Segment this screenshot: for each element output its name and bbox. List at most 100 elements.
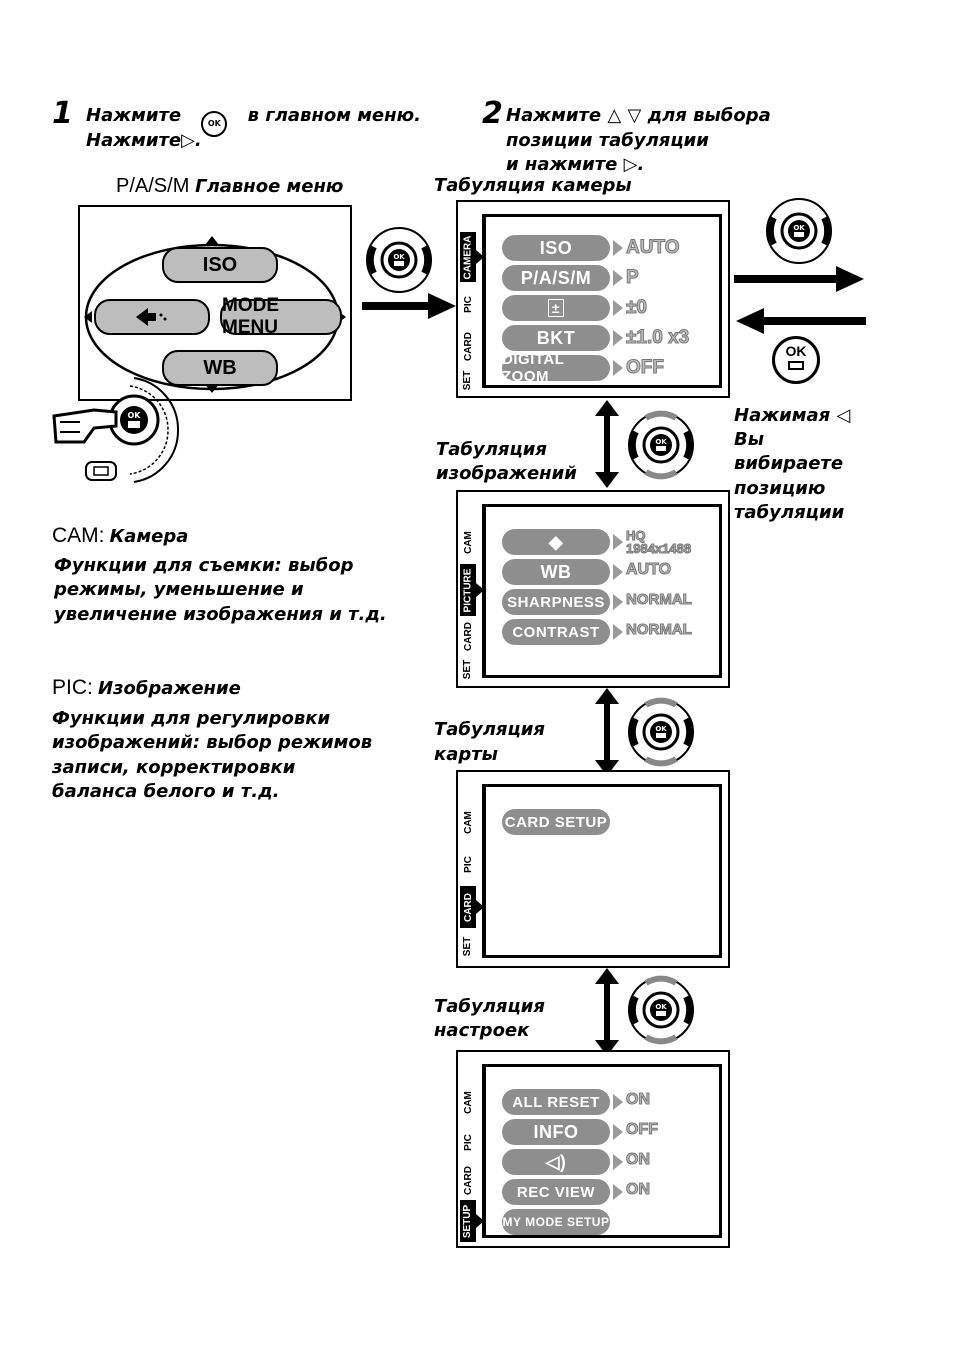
menu-label: BKT bbox=[502, 325, 610, 351]
tab-set[interactable]: SET bbox=[462, 936, 474, 956]
tab-picture[interactable]: PICTURE bbox=[460, 564, 484, 616]
pic-desc-line-1: Функции для регулировки bbox=[52, 708, 331, 729]
cam-code: CAM: bbox=[52, 524, 105, 547]
cam-desc-line-1: Функции для съемки: выбор bbox=[54, 555, 354, 576]
arrow-right-icon bbox=[613, 624, 623, 640]
arrow-pad-updown-icon: OK bbox=[628, 975, 694, 1045]
iso-menu-button[interactable]: ISO bbox=[162, 247, 278, 283]
menu-label: INFO bbox=[502, 1119, 610, 1145]
arrow-right-icon bbox=[613, 300, 623, 316]
main-menu-panel: ISO MODE MENU WB bbox=[78, 205, 352, 401]
menu-value: OFF bbox=[626, 357, 665, 379]
step-2-number: 2 bbox=[482, 96, 503, 131]
step-2-line-3: и нажмите ▷. bbox=[506, 154, 645, 175]
tab-pic[interactable]: PIC bbox=[462, 295, 474, 313]
main-menu-name: Главное меню bbox=[195, 176, 344, 197]
cam-desc-line-2: режимы, уменьшение и bbox=[54, 579, 304, 600]
next-arrow bbox=[734, 266, 864, 292]
arrow-pad-icon: OK bbox=[366, 227, 432, 293]
picture-screen-tabs: CAM PICTURE CARD SET bbox=[458, 492, 484, 686]
speaker-icon: ◁) bbox=[502, 1149, 610, 1175]
menu-value: ON bbox=[626, 1091, 651, 1109]
tab-card[interactable]: CARD bbox=[462, 621, 474, 651]
arrow-right-icon bbox=[613, 270, 623, 286]
menu-label: REC VIEW bbox=[502, 1179, 610, 1205]
tab-cam[interactable]: CAM bbox=[462, 810, 474, 834]
tab-setup[interactable]: SETUP bbox=[460, 1200, 484, 1242]
quality-menu-button[interactable] bbox=[94, 299, 210, 335]
arrow-right-icon bbox=[613, 1184, 623, 1200]
arrow-right-icon bbox=[613, 330, 623, 346]
arrow-right-icon bbox=[613, 564, 623, 580]
wb-menu-button[interactable]: WB bbox=[162, 350, 278, 386]
pic-heading: PIC: Изображение bbox=[52, 676, 241, 701]
record-mode-icon: ◆ bbox=[502, 529, 610, 555]
menu-label: P/A/S/M bbox=[502, 265, 610, 291]
menu-value: NORMAL bbox=[626, 591, 693, 609]
pressing-note-2: Вы bbox=[734, 429, 764, 450]
setup-screen-tabs: CAM PIC CARD SETUP bbox=[458, 1052, 484, 1246]
setup-tab-label-2: настроек bbox=[434, 1020, 530, 1041]
tab-set[interactable]: SET bbox=[462, 659, 474, 679]
menu-value: OFF bbox=[626, 1121, 659, 1139]
svg-text:OK: OK bbox=[655, 725, 667, 733]
updown-arrow bbox=[595, 968, 619, 1056]
menu-value: AUTO bbox=[625, 561, 672, 579]
tab-camera[interactable]: CAMERA bbox=[460, 232, 484, 282]
step-1-line-1: Нажмите OK в главном меню. bbox=[86, 104, 421, 137]
step-2-line-2: позиции табуляции bbox=[506, 130, 709, 151]
tab-set[interactable]: SET bbox=[462, 370, 474, 390]
main-menu-title: P/A/S/M Главное меню bbox=[116, 174, 343, 199]
card-screen-body: CARD SETUP bbox=[482, 784, 722, 958]
cam-heading: CAM: Камера bbox=[52, 524, 188, 549]
menu-label: SHARPNESS bbox=[502, 589, 610, 615]
menu-label: CONTRAST bbox=[502, 619, 610, 645]
cam-name: Камера bbox=[109, 526, 189, 547]
tab-pic[interactable]: PIC bbox=[462, 1133, 474, 1151]
step-1-number: 1 bbox=[52, 96, 73, 131]
tab-cam[interactable]: CAM bbox=[462, 530, 474, 554]
card-tab-screen: CAM PIC CARD SET CARD SETUP bbox=[456, 770, 730, 968]
ok-button-icon: OK bbox=[772, 336, 820, 384]
tab-card[interactable]: CARD bbox=[462, 331, 474, 361]
step-2-line-1: Нажмите △ ▽ для выбора bbox=[506, 105, 771, 126]
pressing-note-1: Нажимая ◁ bbox=[734, 405, 851, 426]
tab-card[interactable]: CARD bbox=[462, 1165, 474, 1195]
menu-label: WB bbox=[502, 559, 610, 585]
updown-arrow bbox=[595, 688, 619, 776]
card-tab-label-2: карты bbox=[434, 744, 498, 765]
mode-menu-button[interactable]: MODE MENU bbox=[220, 295, 342, 338]
arrow-right-icon bbox=[613, 360, 623, 376]
pic-desc-line-3: записи, корректировки bbox=[52, 757, 296, 778]
tab-card[interactable]: CARD bbox=[460, 886, 484, 928]
exposure-compensation-icon: ± bbox=[502, 295, 610, 321]
step-1-suffix: в главном меню. bbox=[247, 105, 421, 126]
arrow-right-icon bbox=[613, 1094, 623, 1110]
setup-tab-screen: CAM PIC CARD SETUP ALL RESET ON INFO OFF… bbox=[456, 1050, 730, 1248]
pic-desc-line-2: изображений: выбор режимов bbox=[52, 732, 373, 753]
menu-label: CARD SETUP bbox=[502, 809, 610, 835]
arrow-right-icon bbox=[613, 534, 623, 550]
arrow-pad-updown-icon: OK bbox=[628, 697, 694, 767]
main-menu-mode: P/A/S/M bbox=[116, 175, 190, 197]
camera-tab-screen: CAMERA PIC CARD SET ISO AUTO P/A/S/M P ±… bbox=[456, 200, 730, 398]
tab-cam[interactable]: CAM bbox=[462, 1090, 474, 1114]
setup-screen-body: ALL RESET ON INFO OFF ◁) ON REC VIEW ON … bbox=[482, 1064, 722, 1238]
updown-arrow bbox=[595, 400, 619, 488]
card-screen-tabs: CAM PIC CARD SET bbox=[458, 772, 484, 966]
pressing-note-3: вибираете bbox=[734, 453, 844, 474]
menu-label: ISO bbox=[502, 235, 610, 261]
setup-tab-label-1: Табуляция bbox=[434, 996, 545, 1017]
pic-code: PIC: bbox=[52, 676, 93, 699]
menu-value: ±1.0 x3 bbox=[625, 327, 690, 349]
tab-pic[interactable]: PIC bbox=[462, 855, 474, 873]
arrow-right-icon bbox=[613, 594, 623, 610]
menu-value: ±0 bbox=[626, 297, 648, 319]
images-tab-label-1: Табуляция bbox=[436, 439, 547, 460]
images-tab-label-2: изображений bbox=[436, 463, 577, 484]
menu-value: NORMAL bbox=[626, 621, 693, 639]
pic-name: Изображение bbox=[97, 678, 241, 699]
pressing-note-5: табуляции bbox=[734, 502, 845, 523]
